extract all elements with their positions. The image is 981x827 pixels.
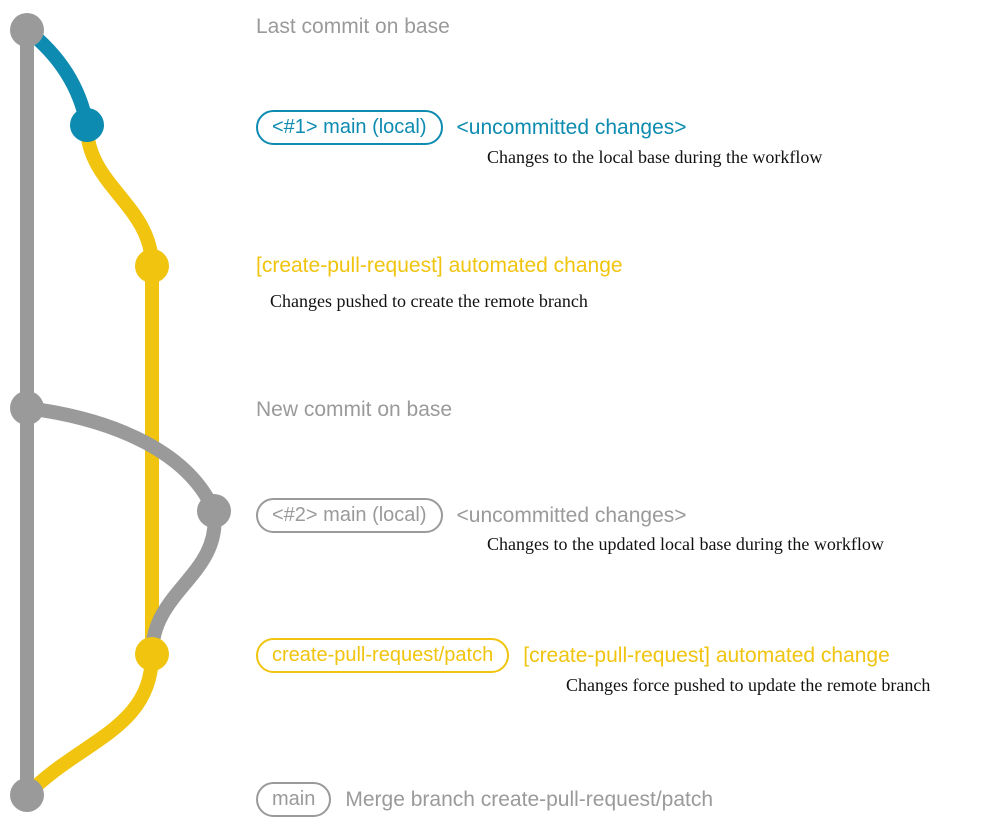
commit-row-local-2: <#2> main (local) <uncommitted changes> (256, 498, 687, 533)
edge-patch-2-to-merge (20, 647, 159, 802)
branch-badge-main[interactable]: main (256, 782, 332, 817)
commit-subject-new-base: New commit on base (256, 398, 453, 421)
commit-node-new-base[interactable] (10, 391, 44, 425)
commit-note-automated-2: Changes force pushed to update the remot… (566, 675, 931, 695)
commit-subject-automated-1: [create-pull-request] automated change (256, 254, 623, 277)
edge-base-to-local-2 (20, 401, 221, 518)
commit-row-automated-2: create-pull-request/patch [create-pull-r… (256, 638, 890, 673)
commit-node-automated-1[interactable] (135, 249, 169, 283)
commit-node-merge[interactable] (10, 778, 44, 812)
commit-node-local-2[interactable] (197, 494, 231, 528)
edge-local-2-to-patch-2 (145, 504, 222, 661)
commit-node-automated-2[interactable] (135, 637, 169, 671)
commit-note-automated-1: Changes pushed to create the remote bran… (270, 291, 588, 311)
commit-subject-local-2: <uncommitted changes> (456, 504, 687, 527)
commit-subject-last-base: Last commit on base (256, 15, 450, 38)
commit-subject-automated-2: [create-pull-request] automated change (523, 644, 890, 667)
commit-node-local-1[interactable] (70, 108, 104, 142)
commit-node-last-base[interactable] (10, 13, 44, 47)
commit-row-merge: main Merge branch create-pull-request/pa… (256, 782, 713, 817)
commit-subject-local-1: <uncommitted changes> (456, 116, 687, 139)
commit-note-local-2: Changes to the updated local base during… (487, 534, 884, 554)
commit-note-local-1: Changes to the local base during the wor… (487, 147, 823, 167)
commit-row-local-1: <#1> main (local) <uncommitted changes> (256, 110, 687, 145)
branch-badge-main-local-2[interactable]: <#2> main (local) (256, 498, 443, 533)
branch-badge-create-pull-request-patch[interactable]: create-pull-request/patch (256, 638, 510, 673)
branch-badge-main-local-1[interactable]: <#1> main (local) (256, 110, 443, 145)
edge-local-1-to-patch-1 (79, 118, 159, 273)
commit-subject-merge: Merge branch create-pull-request/patch (345, 788, 714, 811)
